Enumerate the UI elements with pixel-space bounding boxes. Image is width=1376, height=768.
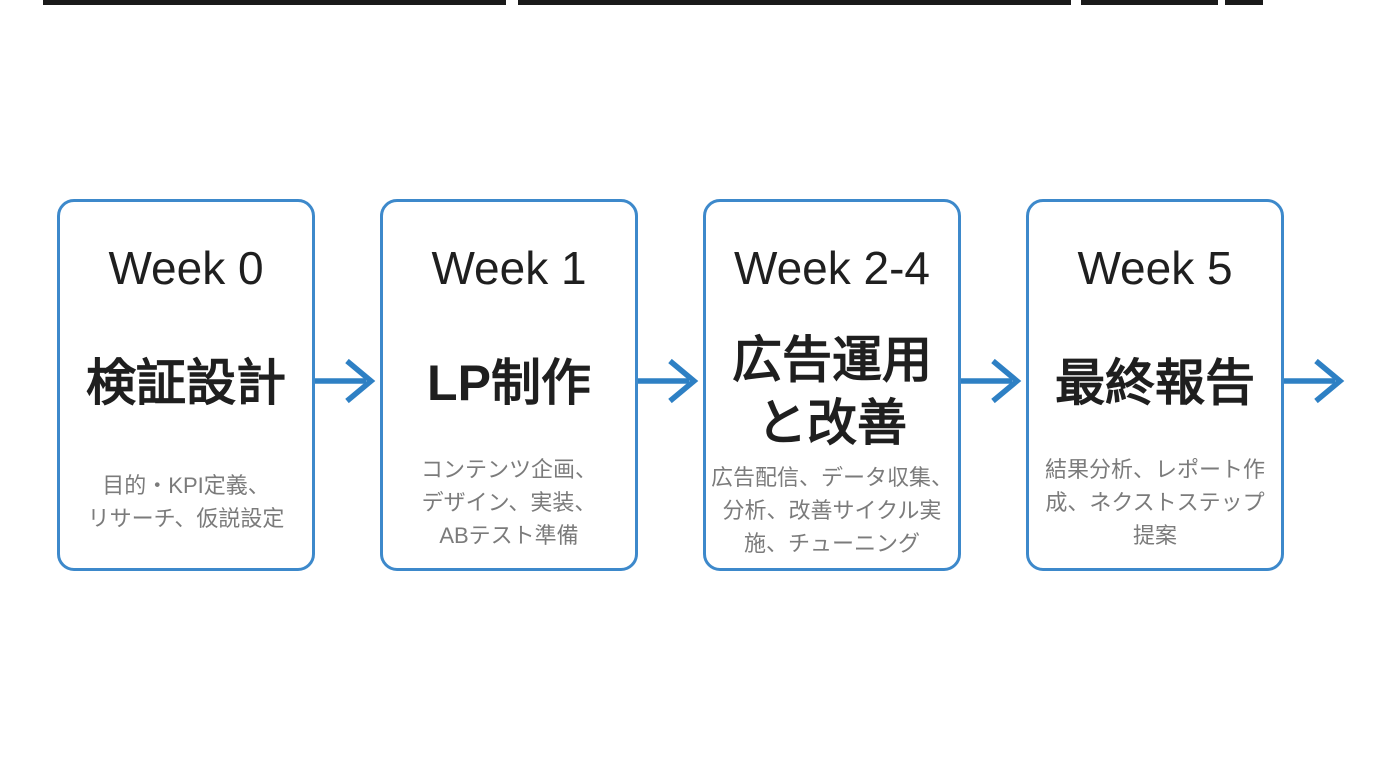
step-description: 目的・KPI定義、 リサーチ、仮説設定	[87, 473, 285, 531]
step-title: 広告運用 と改善	[732, 331, 932, 451]
flow-step-week0: Week 0 検証設計 目的・KPI定義、 リサーチ、仮説設定	[57, 199, 315, 571]
flow-step-week5: Week 5 最終報告 結果分析、レポート作 成、ネクストステップ 提案	[1026, 199, 1284, 571]
flow-arrow-icon	[638, 357, 700, 405]
step-week-label: Week 0	[108, 242, 264, 294]
top-bar-segment	[518, 0, 1071, 5]
step-description: コンテンツ企画、 デザイン、実装、 ABテスト準備	[420, 456, 597, 548]
step-week-label: Week 5	[1077, 242, 1233, 294]
flow-arrow-icon	[1284, 357, 1346, 405]
step-title: LP制作	[427, 354, 591, 411]
top-bar-segment	[1081, 0, 1218, 5]
step-title: 検証設計	[86, 354, 286, 411]
step-week-label: Week 2-4	[733, 242, 931, 294]
step-title: 最終報告	[1055, 354, 1255, 411]
top-bar-segment	[43, 0, 506, 5]
step-description: 広告配信、データ収集、 分析、改善サイクル実 施、チューニング	[710, 464, 953, 556]
flow-step-week1: Week 1 LP制作 コンテンツ企画、 デザイン、実装、 ABテスト準備	[380, 199, 638, 571]
step-week-label: Week 1	[431, 242, 587, 294]
flow-arrow-icon	[315, 357, 377, 405]
step-description: 結果分析、レポート作 成、ネクストステップ 提案	[1044, 456, 1265, 548]
flow-arrow-icon	[961, 357, 1023, 405]
flow-step-week2-4: Week 2-4 広告運用 と改善 広告配信、データ収集、 分析、改善サイクル実…	[703, 199, 961, 571]
top-bar-segment	[1225, 0, 1263, 5]
